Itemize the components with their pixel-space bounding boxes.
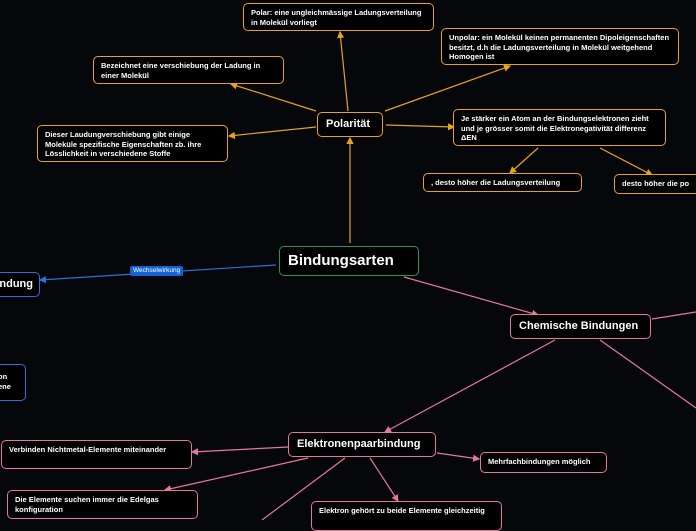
- node-je-staerker[interactable]: Je stärker ein Atom an der Bindungselekt…: [453, 109, 666, 146]
- node-elektronenpaarbindung[interactable]: Elektronenpaarbindung: [288, 432, 436, 457]
- edge-ep-offscreen: [261, 457, 346, 520]
- edge-jestaerker-po: [599, 147, 654, 176]
- node-desto-ladungsverteilung[interactable]: , desto höher die Ladungsverteilung: [423, 173, 582, 192]
- node-verbinden-nichtmetalle[interactable]: Verbinden Nichtmetal-Elemente miteinande…: [1, 440, 192, 469]
- edge-ep-elektron: [369, 457, 399, 503]
- edge-root-chemische: [403, 276, 540, 317]
- node-polar[interactable]: Polar: eine ungleichmässige Ladungsverte…: [243, 3, 434, 31]
- edge-polaritaet-dieser: [227, 126, 317, 139]
- edge-ep-verbinden: [190, 446, 289, 456]
- node-wechselwirkung-partial[interactable]: on ene: [0, 364, 26, 401]
- node-wechselwirkung-target[interactable]: ndung: [0, 272, 40, 297]
- node-bezeichnet[interactable]: Bezeichnet eine verschiebung der Ladung …: [93, 56, 284, 84]
- edge-ep-mehrfach: [436, 452, 481, 462]
- node-edelgas-konfiguration[interactable]: Die Elemente suchen immer die Edelgas ko…: [7, 490, 198, 519]
- node-polaritaet[interactable]: Polarität: [317, 112, 383, 137]
- edge-chemische-right-lower: [599, 339, 696, 409]
- node-chemische-bindungen[interactable]: Chemische Bindungen: [510, 314, 651, 339]
- edge-jestaerker-ladung: [509, 147, 539, 174]
- node-elektron-gehoert[interactable]: Elektron gehört zu beide Elemente gleich…: [311, 501, 502, 531]
- node-dieser-ladungsverschiebung[interactable]: Dieser Laudungverschiebung gibt einige M…: [37, 125, 228, 162]
- edge-chemische-elektronenpaar: [383, 339, 556, 433]
- edge-polaritaet-bezeichnet: [229, 82, 317, 112]
- edge-polaritaet-polar: [337, 30, 349, 112]
- node-mehrfachbindungen[interactable]: Mehrfachbindungen möglich: [480, 452, 607, 473]
- edge-chemische-right-upper: [651, 311, 696, 320]
- node-desto-po[interactable]: desto höher die po: [614, 174, 696, 194]
- node-unpolar[interactable]: Unpolar: ein Molekül keinen permanenten …: [441, 28, 679, 65]
- edge-polaritaet-jestaerker: [385, 123, 456, 131]
- edge-ep-edelgas: [163, 457, 309, 493]
- edge-label-wechselwirkung: Wechselwirkung: [130, 266, 184, 276]
- node-root-bindungsarten[interactable]: Bindungsarten: [279, 246, 419, 276]
- edge-polaritaet-unpolar: [384, 64, 512, 112]
